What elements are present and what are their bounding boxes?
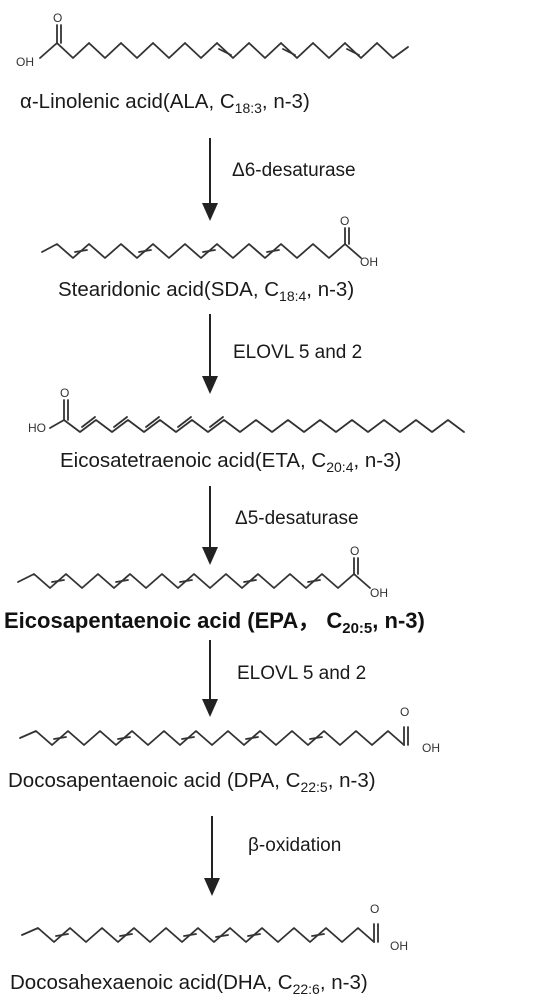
eta-oxygen-label: O (60, 386, 69, 400)
dpa-hydroxyl-label: OH (422, 741, 440, 755)
eta-hydroxyl-label: HO (28, 421, 46, 435)
enzyme-label-delta5-desaturase: Δ5-desaturase (235, 508, 359, 529)
enzyme-label-beta-oxidation: β-oxidation (248, 835, 341, 856)
enzyme-label-elovl-5-and-2-first: ELOVL 5 and 2 (233, 342, 362, 363)
dha-hydroxyl-label: OH (390, 939, 408, 953)
compound-label-eta: Eicosatetraenoic acid(ETA, C20:4, n-3) (60, 449, 401, 475)
epa-oxygen-label: O (350, 544, 359, 558)
reaction-arrow-2 (202, 314, 218, 394)
dha-structure: O OH (21, 902, 408, 953)
eta-structure: O HO (28, 386, 465, 435)
ala-structure: O OH (16, 11, 409, 69)
compound-label-dpa: Docosapentaenoic acid (DPA, C22:5, n-3) (8, 769, 376, 795)
reaction-arrow-1 (202, 138, 218, 221)
reaction-arrow-4 (202, 640, 218, 717)
epa-structure: O OH (17, 544, 388, 600)
sda-structure: O OH (41, 214, 378, 269)
dha-oxygen-label: O (370, 902, 379, 916)
compound-label-dha: Docosahexaenoic acid(DHA, C22:6, n-3) (10, 971, 368, 997)
reaction-arrow-5 (204, 816, 220, 896)
dpa-oxygen-label: O (400, 705, 409, 719)
ala-oxygen-label: O (53, 11, 62, 25)
ala-hydroxyl-label: OH (16, 55, 34, 69)
compound-label-epa: Eicosapentaenoic acid (EPA， C20:5, n-3) (4, 608, 425, 637)
enzyme-label-elovl-5-and-2-second: ELOVL 5 and 2 (237, 663, 366, 684)
enzyme-label-delta6-desaturase: Δ6-desaturase (232, 160, 356, 181)
sda-hydroxyl-label: OH (360, 255, 378, 269)
compound-label-sda: Stearidonic acid(SDA, C18:4, n-3) (58, 278, 354, 304)
compound-label-ala: α-Linolenic acid(ALA, C18:3, n-3) (20, 90, 310, 116)
reaction-arrow-3 (202, 486, 218, 565)
dpa-structure: O OH (19, 705, 440, 755)
epa-hydroxyl-label: OH (370, 586, 388, 600)
sda-oxygen-label: O (340, 214, 349, 228)
